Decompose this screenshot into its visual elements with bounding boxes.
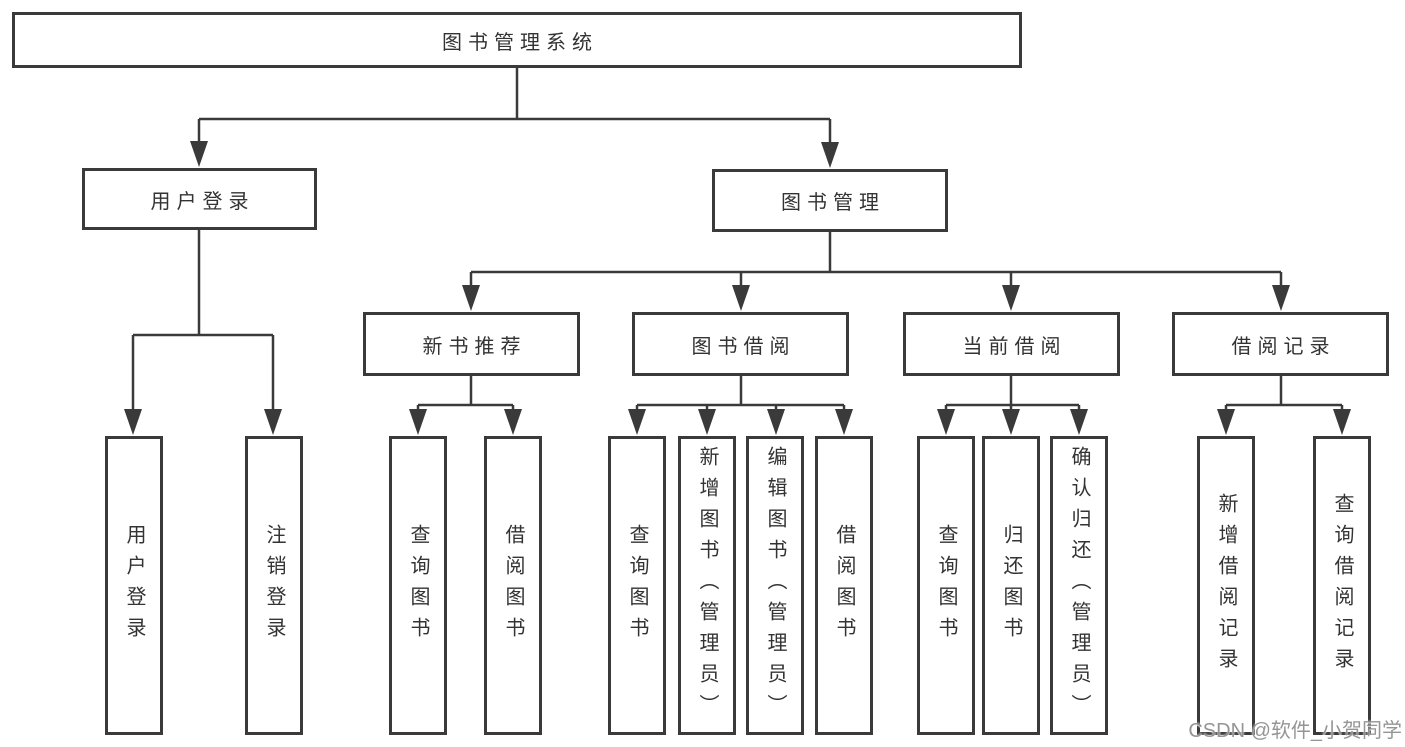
node-label: 用户登录 — [123, 523, 145, 648]
node-label: 查询图书 — [407, 523, 429, 648]
node-label: 查询图书 — [935, 523, 957, 648]
node-label: 确认归还（管理员） — [1068, 446, 1090, 725]
leaf-edit-book-admin: 编辑图书（管理员） — [746, 436, 804, 735]
node-user-login: 用户登录 — [82, 168, 317, 230]
node-label: 归还图书 — [1000, 523, 1022, 648]
node-book-borrowing: 图书借阅 — [632, 312, 849, 376]
node-label: 新增图书（管理员） — [696, 446, 718, 725]
node-label: 查询借阅记录 — [1331, 492, 1353, 679]
leaf-return-books: 归还图书 — [982, 436, 1040, 735]
node-label: 查询图书 — [626, 523, 648, 648]
node-label: 图书借阅 — [691, 335, 796, 358]
leaf-borrow-books-recommend: 借阅图书 — [484, 436, 542, 735]
node-new-book-recommend: 新书推荐 — [363, 312, 580, 376]
node-label: 用户登录 — [150, 190, 255, 213]
node-label: 借阅图书 — [833, 523, 855, 648]
node-label: 图书管理系统 — [442, 31, 598, 54]
leaf-confirm-return-admin: 确认归还（管理员） — [1050, 436, 1108, 735]
leaf-logout: 注销登录 — [245, 436, 303, 735]
node-library-management-system: 图书管理系统 — [12, 12, 1022, 68]
leaf-add-book-admin: 新增图书（管理员） — [678, 436, 736, 735]
node-label: 当前借阅 — [962, 335, 1067, 358]
leaf-add-borrow-record: 新增借阅记录 — [1197, 436, 1255, 735]
node-book-management: 图书管理 — [712, 169, 948, 232]
leaf-borrow-books: 借阅图书 — [815, 436, 873, 735]
node-label: 注销登录 — [263, 523, 285, 648]
node-borrowing-records: 借阅记录 — [1172, 312, 1389, 376]
node-label: 新书推荐 — [422, 335, 527, 358]
node-label: 编辑图书（管理员） — [764, 446, 786, 725]
node-label: 借阅图书 — [502, 523, 524, 648]
leaf-query-books-recommend: 查询图书 — [389, 436, 447, 735]
leaf-query-borrow-record: 查询借阅记录 — [1313, 436, 1371, 735]
node-label: 图书管理 — [781, 192, 885, 214]
node-label: 新增借阅记录 — [1215, 492, 1237, 679]
leaf-query-books-current: 查询图书 — [917, 436, 975, 735]
leaf-user-login: 用户登录 — [105, 436, 163, 735]
node-label: 借阅记录 — [1231, 335, 1336, 358]
leaf-query-books-borrowing: 查询图书 — [608, 436, 666, 735]
csdn-watermark: CSDN @软件_小贺同学 — [1188, 720, 1402, 742]
node-current-borrowing: 当前借阅 — [903, 312, 1120, 376]
